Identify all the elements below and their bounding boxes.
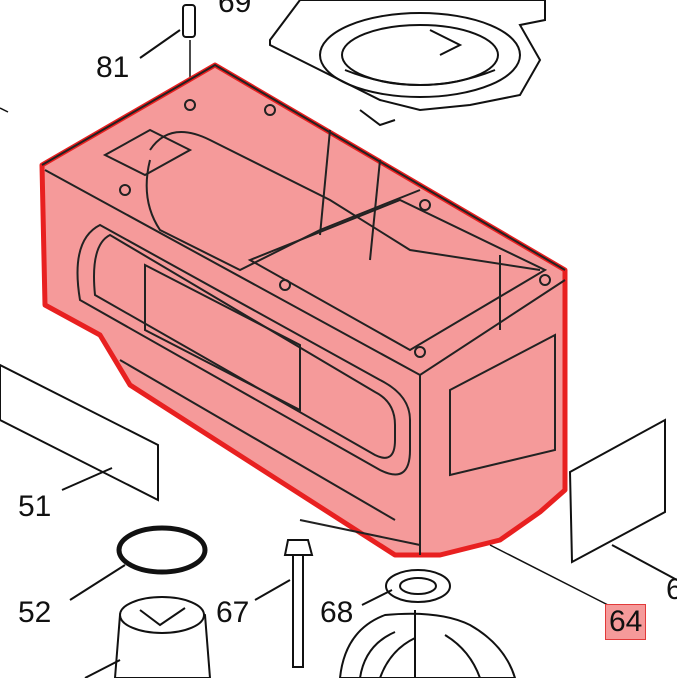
part-81-pin bbox=[139, 4, 196, 100]
leader-64 bbox=[489, 544, 609, 606]
part-right-gasket bbox=[568, 418, 677, 581]
part-motor-base bbox=[338, 610, 517, 678]
label-68: 68 bbox=[320, 596, 354, 629]
part-69-cover bbox=[269, 0, 546, 127]
part-67-bolt bbox=[254, 539, 314, 668]
label-64-highlighted: 64 bbox=[605, 604, 647, 640]
label-52: 52 bbox=[18, 596, 52, 629]
part-fitting bbox=[84, 596, 212, 678]
label-81: 81 bbox=[96, 51, 130, 84]
label-51: 51 bbox=[18, 490, 52, 523]
part-64-housing bbox=[39, 62, 568, 558]
leader-69 bbox=[0, 107, 9, 113]
label-69: 69 bbox=[218, 0, 252, 19]
label-67: 67 bbox=[216, 596, 250, 629]
part-68-washer bbox=[361, 569, 451, 606]
label-6x: 6 bbox=[666, 573, 677, 606]
part-51-gasket bbox=[0, 363, 159, 502]
part-52-oring bbox=[69, 525, 208, 601]
